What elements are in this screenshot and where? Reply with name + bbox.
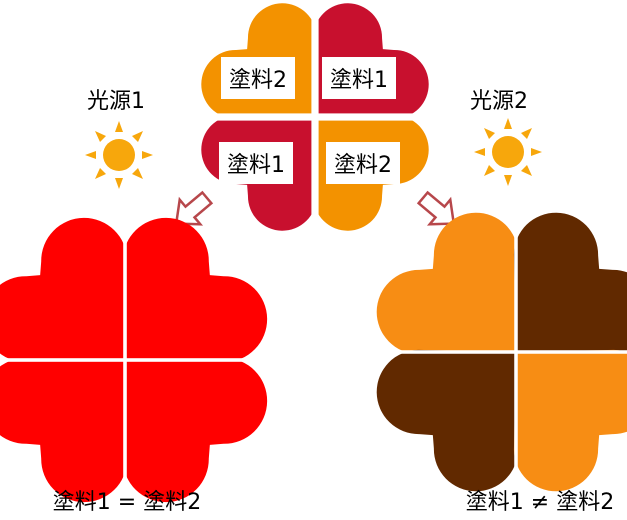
light-source-2-label: 光源2 bbox=[470, 89, 528, 114]
arrow-right-shape bbox=[416, 190, 456, 226]
result-left-caption: 塗料1 = 塗料2 bbox=[53, 490, 201, 515]
label-br: 塗料2 bbox=[334, 153, 392, 178]
hollow-down-arrow-icon bbox=[174, 190, 214, 226]
label-bl: 塗料1 bbox=[227, 153, 285, 178]
result-right-clover bbox=[359, 195, 627, 509]
label-box-br bbox=[326, 142, 400, 184]
top-clover-divider-v bbox=[311, 14, 319, 219]
result-left-divider-v bbox=[123, 232, 127, 488]
arrow-left-shape bbox=[174, 190, 214, 226]
top-clover-labels: 塗料2 塗料1 塗料1 塗料2 bbox=[219, 57, 400, 184]
top-clover bbox=[187, 0, 443, 245]
result-right-divider-v bbox=[514, 227, 518, 477]
hollow-down-arrow-icon bbox=[416, 190, 456, 226]
label-tr: 塗料1 bbox=[330, 68, 388, 93]
result-right-caption: 塗料1 ≠ 塗料2 bbox=[466, 490, 614, 515]
sun-icon-1-shape bbox=[85, 121, 153, 189]
label-box-tl bbox=[221, 57, 295, 99]
result-left-clover bbox=[0, 200, 285, 520]
label-tl: 塗料2 bbox=[229, 68, 287, 93]
result-right-divider-h bbox=[391, 350, 627, 354]
sun-icon bbox=[474, 118, 542, 186]
light-source-1-label: 光源1 bbox=[87, 89, 145, 114]
label-box-tr bbox=[322, 57, 396, 99]
sun-icon-2-shape bbox=[474, 118, 542, 186]
sun-icon bbox=[85, 121, 153, 189]
label-box-bl bbox=[219, 142, 293, 184]
